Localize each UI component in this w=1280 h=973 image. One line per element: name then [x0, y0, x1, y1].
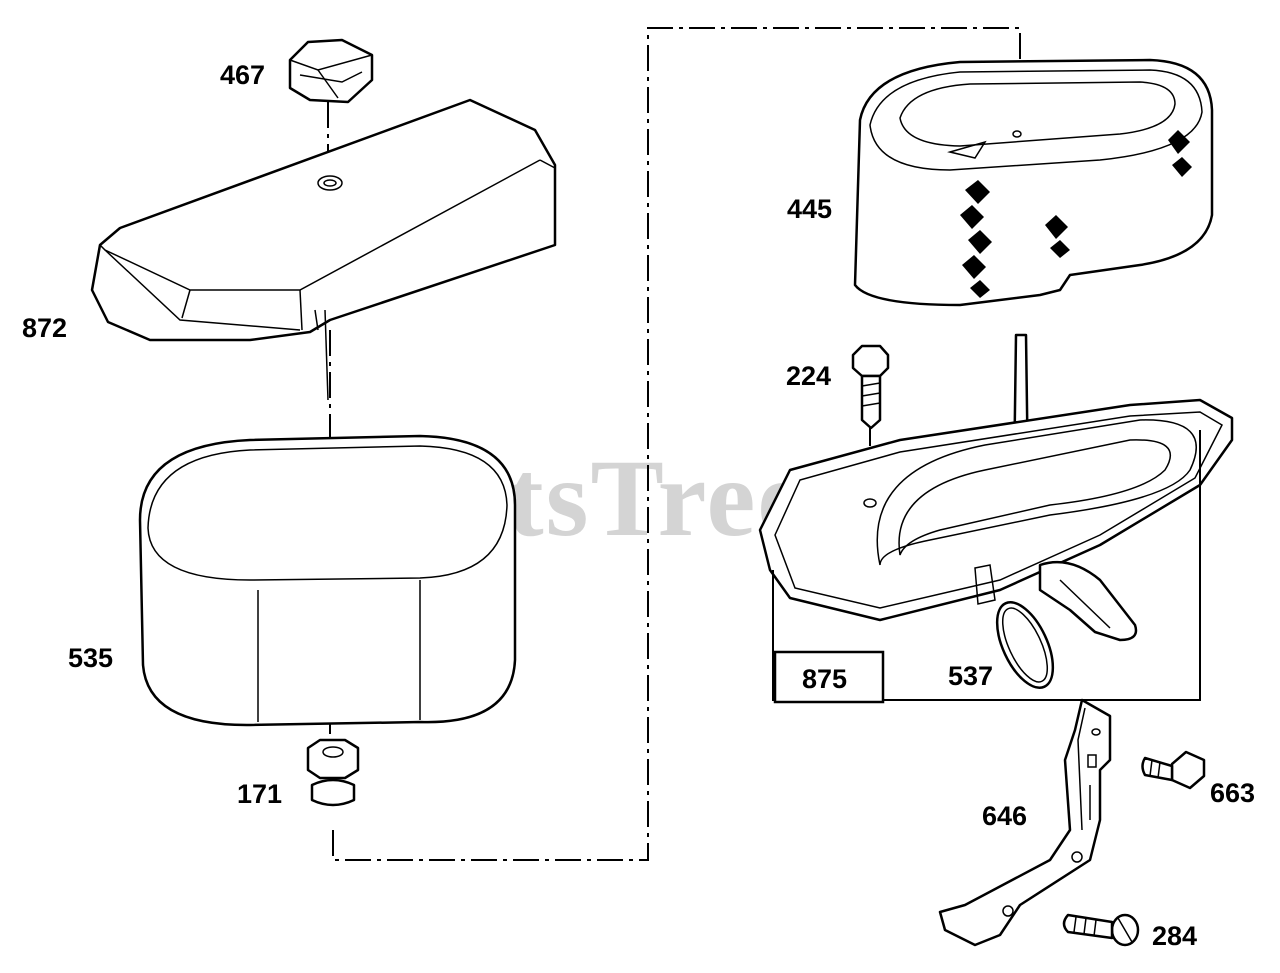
label-171: 171 — [237, 779, 282, 809]
label-646: 646 — [982, 801, 1027, 831]
label-537: 537 — [948, 661, 993, 691]
label-284: 284 — [1152, 921, 1197, 951]
label-535: 535 — [68, 643, 113, 673]
label-663: 663 — [1210, 778, 1255, 808]
label-467: 467 — [220, 60, 265, 90]
label-875: 875 — [802, 664, 847, 694]
part-535-precleaner[interactable] — [138, 434, 517, 727]
part-537-oring[interactable] — [986, 594, 1065, 696]
part-171-grommet[interactable] — [306, 738, 360, 807]
part-663-screw[interactable] — [1141, 750, 1206, 790]
label-445: 445 — [787, 194, 832, 224]
part-467-knob[interactable] — [288, 38, 374, 104]
part-284-screw[interactable] — [1062, 913, 1140, 947]
part-224-bolt[interactable] — [851, 344, 890, 430]
part-445-filter[interactable] — [853, 58, 1214, 307]
part-875-base[interactable] — [758, 333, 1234, 704]
part-872-cover[interactable] — [90, 98, 557, 401]
part-646-bracket[interactable] — [938, 698, 1112, 947]
label-224: 224 — [786, 361, 831, 391]
assembly-leader-line — [332, 27, 1021, 861]
label-872: 872 — [22, 313, 67, 343]
